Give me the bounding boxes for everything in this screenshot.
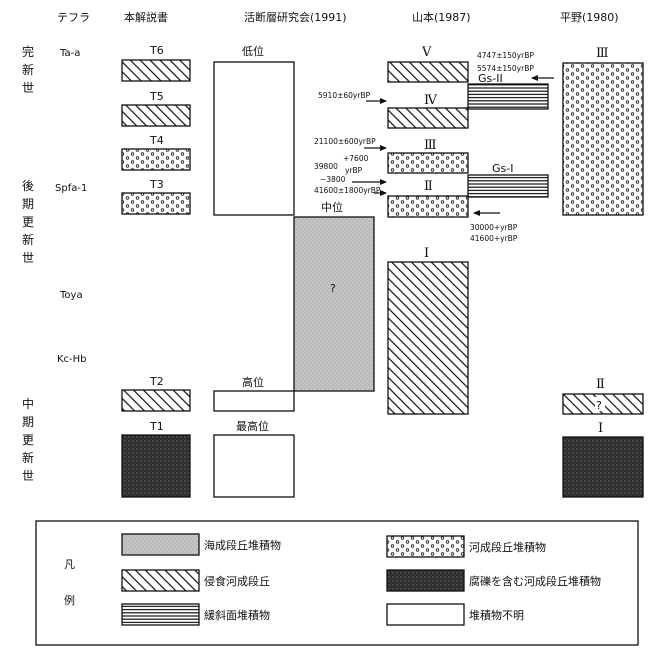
header-yamamoto: 山本(1987) — [412, 10, 471, 24]
yamamoto-v-box — [387, 61, 469, 83]
legend-label-fluvial: 河成段丘堆積物 — [469, 540, 546, 554]
legend-swatch-marine — [121, 533, 200, 556]
legend-swatch-fluvial — [386, 535, 465, 558]
hirano-ii-unknown-mark: ? — [596, 399, 602, 412]
header-this-book: 本解説書 — [124, 10, 168, 24]
terrace-t3-box — [121, 192, 191, 215]
era-holocene-char-3: 世 — [22, 81, 34, 95]
era-middle-pleistocene-char-3: 更 — [22, 433, 34, 447]
terrace-t1-box — [121, 434, 191, 498]
highest-terrace-box — [213, 434, 295, 498]
legend-swatch-erosional — [121, 569, 200, 592]
yamamoto-date-5-lower: −3800 — [320, 175, 346, 184]
yamamoto-date-8: 41600+yrBP — [470, 234, 518, 243]
yamamoto-date-2: 5574±150yrBP — [477, 64, 534, 73]
era-late-pleistocene-char-4: 新 — [22, 232, 34, 247]
yamamoto-iv-box — [387, 107, 469, 129]
legend-frame — [35, 520, 639, 646]
era-late-pleistocene-char-5: 世 — [22, 251, 34, 265]
legend-label-gravel: 腐礫を含む河成段丘堆積物 — [469, 574, 601, 588]
label-yamamoto-iv: Ⅳ — [424, 93, 438, 108]
yamamoto-iii-box — [387, 152, 469, 174]
label-high-terrace: 高位 — [242, 375, 264, 389]
era-late-pleistocene-char-2: 期 — [22, 197, 34, 211]
era-middle-pleistocene-char-4: 新 — [22, 450, 34, 465]
yamamoto-date-1: 4747±150yrBP — [477, 51, 534, 60]
hirano-i-box — [562, 436, 644, 498]
yamamoto-date-5-base: 39800 — [314, 162, 338, 171]
label-highest-terrace: 最高位 — [236, 419, 269, 433]
yamamoto-ii-box — [387, 195, 469, 218]
yamamoto-date-5-unit: yrBP — [345, 166, 363, 175]
tephra-kc-hb: Kc-Hb — [57, 354, 87, 365]
label-yamamoto-v: V — [421, 45, 432, 60]
legend-swatch-unknown — [386, 603, 465, 626]
terrace-t6-box — [121, 59, 191, 82]
yamamoto-date-7: 30000+yrBP — [470, 223, 518, 232]
label-t2: T2 — [149, 375, 164, 388]
legend-title-char-1: 凡 — [64, 558, 75, 571]
middle-terrace-box — [293, 216, 375, 392]
era-middle-pleistocene-char-5: 世 — [22, 469, 34, 483]
label-middle-terrace: 中位 — [321, 200, 343, 214]
label-t4: T4 — [149, 134, 164, 147]
yamamoto-date-3: 5910±60yrBP — [318, 91, 371, 100]
legend-label-erosional: 侵食河成段丘 — [204, 574, 270, 588]
header-katsudanso: 活断層研究会(1991) — [244, 10, 347, 24]
label-yamamoto-iii: Ⅲ — [424, 138, 437, 153]
yamamoto-gs-ii-box — [467, 83, 549, 110]
label-t6: T6 — [149, 44, 164, 57]
low-terrace-box — [213, 61, 295, 216]
label-hirano-ii: Ⅱ — [596, 377, 605, 392]
era-middle-pleistocene-char-2: 期 — [22, 415, 34, 429]
label-low-terrace: 低位 — [242, 44, 264, 58]
tephra-spfa-1: Spfa-1 — [55, 183, 87, 194]
high-terrace-box — [213, 390, 295, 412]
era-holocene-char-2: 新 — [22, 62, 34, 77]
hirano-iii-box — [562, 62, 644, 216]
middle-terrace-unknown-mark: ? — [330, 282, 336, 295]
hirano-ii-mark-bg — [595, 397, 605, 411]
era-late-pleistocene-char-3: 更 — [22, 215, 34, 229]
label-t5: T5 — [149, 90, 164, 103]
label-gs-ii: Gs-II — [478, 72, 503, 85]
label-hirano-iii: Ⅲ — [596, 46, 609, 61]
legend-title-char-2: 例 — [64, 593, 75, 607]
era-middle-pleistocene-char-1: 中 — [22, 396, 34, 411]
label-hirano-i: I — [598, 421, 603, 436]
legend-label-gentle-slope: 緩斜面堆積物 — [204, 608, 270, 622]
era-late-pleistocene-char-1: 後 — [22, 179, 34, 193]
yamamoto-date-4: 21100±600yrBP — [314, 137, 376, 146]
yamamoto-i-box — [387, 261, 469, 415]
tephra-toya: Toya — [59, 290, 83, 301]
tephra-ta-a: Ta-a — [59, 48, 80, 59]
header-hirano: 平野(1980) — [560, 11, 619, 24]
label-yamamoto-ii: Ⅱ — [424, 179, 433, 194]
terrace-t4-box — [121, 148, 191, 171]
legend-swatch-gravel — [386, 569, 465, 592]
label-t3: T3 — [149, 178, 164, 191]
label-yamamoto-i: I — [424, 246, 429, 261]
label-t1: T1 — [149, 420, 164, 433]
header-tephra: テフラ — [57, 11, 90, 24]
terrace-t2-box — [121, 389, 191, 412]
legend-swatch-gentle-slope — [121, 603, 200, 626]
terrace-t5-box — [121, 104, 191, 127]
legend-label-unknown: 堆積物不明 — [469, 608, 524, 622]
yamamoto-date-6: 41600±1800yrBP — [314, 186, 381, 195]
legend-label-marine: 海成段丘堆積物 — [204, 538, 281, 552]
label-gs-i: Gs-I — [492, 162, 513, 175]
yamamoto-gs-i-box — [467, 174, 549, 198]
yamamoto-date-5-upper: +7600 — [343, 154, 369, 163]
era-holocene-char-1: 完 — [22, 44, 34, 59]
